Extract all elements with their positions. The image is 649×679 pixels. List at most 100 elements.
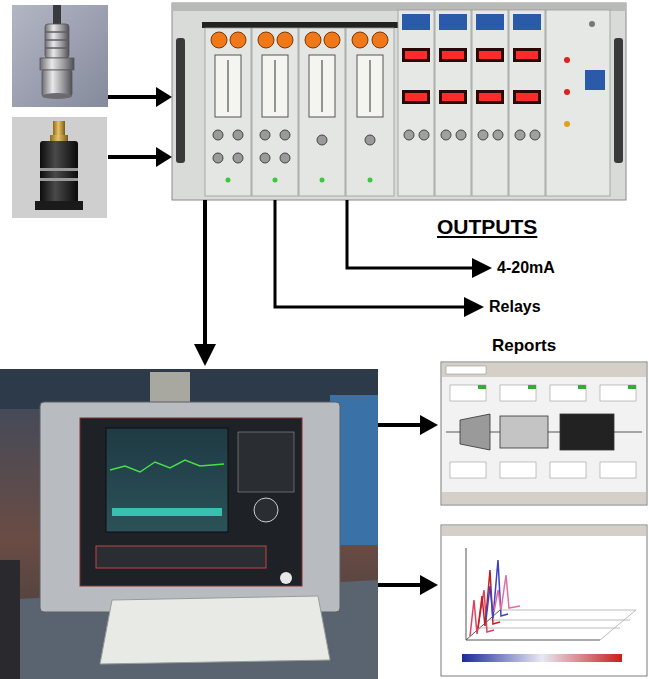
status-led: [564, 57, 570, 63]
flow-arrows: [108, 87, 492, 595]
meter-scale: [275, 60, 276, 112]
vibration-module: [472, 10, 508, 196]
screen-bar: [112, 508, 222, 516]
display-screen: [106, 428, 228, 532]
alarm-lamp: [372, 32, 388, 48]
value-box: [600, 462, 636, 478]
computer-photo: [0, 369, 378, 679]
switch-knob: [213, 153, 223, 163]
value-box: [550, 385, 586, 401]
plot-axis: [466, 548, 467, 640]
led-digits: [516, 51, 538, 59]
value-box: [450, 385, 486, 401]
status-tag: [628, 385, 636, 389]
status-led: [226, 178, 231, 183]
connector-ridge: [45, 31, 69, 33]
status-tag: [578, 385, 586, 389]
meter-window: [262, 55, 288, 117]
sensor-band: [40, 168, 78, 171]
switch-knob: [280, 153, 290, 163]
adjust-knob: [493, 130, 503, 140]
keyboard: [100, 596, 330, 664]
switch-knob: [260, 130, 270, 140]
connector-ridge: [45, 39, 69, 41]
grid-line: [490, 620, 630, 621]
sensor-photo: [12, 117, 107, 218]
report-screenshot: [441, 362, 647, 505]
module-bar: [202, 22, 398, 28]
output-label: 4-20mA: [497, 259, 555, 276]
arrow-line: [108, 95, 158, 99]
led-display: [402, 90, 430, 104]
module-panel: [472, 10, 508, 196]
toggle-switch: [589, 21, 595, 27]
vibration-module: [398, 10, 434, 196]
alarm-lamp: [211, 32, 227, 48]
sensor-base: [42, 93, 72, 99]
meter-scale: [370, 60, 371, 112]
status-led: [273, 178, 278, 183]
status-tag: [478, 385, 486, 389]
window-titlebar: [442, 526, 646, 536]
switch-knob: [280, 130, 290, 140]
grid-line: [500, 610, 636, 611]
output-label: Reports: [492, 336, 556, 355]
switch-knob: [213, 130, 223, 140]
spectrum-trace: [494, 575, 520, 612]
control-module: [546, 10, 610, 196]
maker-logo: [585, 70, 605, 90]
switch-knob: [317, 135, 327, 145]
arrow-head: [420, 575, 438, 595]
status-led: [564, 89, 570, 95]
cursor-pad: [254, 498, 278, 522]
alarm-lamp: [324, 32, 340, 48]
arrow-line: [378, 423, 422, 427]
alarm-lamp: [258, 32, 274, 48]
led-digits: [405, 51, 427, 59]
arrow-line: [203, 200, 207, 346]
value-box: [600, 385, 636, 401]
meter-scale: [322, 60, 323, 112]
arrow-head: [194, 344, 216, 366]
machine-casing: [500, 416, 548, 448]
output-label: Relays: [489, 298, 541, 315]
vibration-module: [435, 10, 471, 196]
meter-scale: [228, 60, 229, 112]
switch-knob: [233, 153, 243, 163]
led-display: [513, 48, 541, 62]
value-box: [500, 385, 536, 401]
vibration-module: [509, 10, 545, 196]
adjust-knob: [419, 130, 429, 140]
arrow-line: [378, 583, 422, 587]
switch-knob: [365, 135, 375, 145]
output-label-holder: Reports: [492, 337, 556, 356]
module-badge: [513, 14, 541, 30]
sensor-band: [40, 178, 78, 181]
value-box: [500, 462, 536, 478]
led-digits: [516, 93, 538, 101]
adjust-knob: [456, 130, 466, 140]
adjust-knob: [441, 130, 451, 140]
keypad: [238, 432, 294, 492]
module-badge: [439, 14, 467, 30]
module-panel: [346, 28, 394, 196]
meter-window: [357, 55, 383, 117]
window-statusbar: [442, 492, 646, 504]
output-label-holder: Relays: [489, 298, 541, 316]
machine-casing: [460, 414, 490, 450]
grid-line: [480, 628, 620, 629]
rack-handle: [614, 38, 623, 163]
module-panel: [398, 10, 434, 196]
sensor-photo: [12, 5, 108, 107]
section-heading: OUTPUTS: [437, 215, 537, 238]
value-box: [450, 462, 486, 478]
screen-trace: [110, 460, 224, 472]
front-panel: [80, 418, 302, 586]
port: [280, 572, 292, 584]
module-panel: [252, 28, 298, 196]
arrow-head: [156, 147, 172, 167]
relay-module: [252, 28, 298, 196]
module-panel: [509, 10, 545, 196]
window-toolbar: [442, 363, 646, 377]
rack-chassis: [172, 3, 626, 200]
